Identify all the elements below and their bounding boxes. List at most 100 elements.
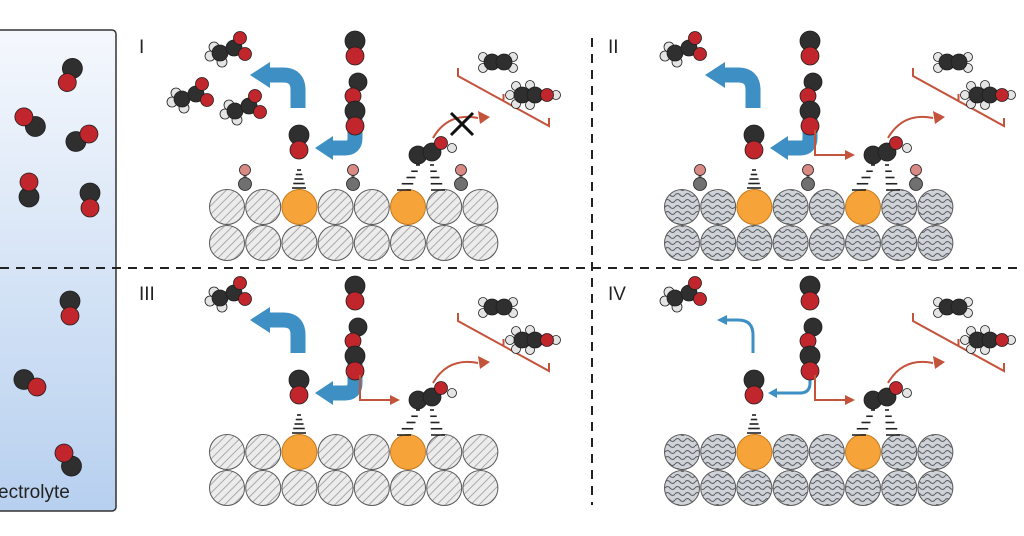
- hydrogen-atom: [239, 164, 251, 176]
- c2-intermediate-icon: [852, 136, 912, 191]
- acetate-product-icon: [204, 276, 252, 313]
- support-atom: [209, 470, 245, 506]
- oxygen-atom: [889, 136, 903, 150]
- ethylene-molecule-icon: [933, 297, 973, 318]
- support-atom: [700, 434, 737, 470]
- adsorption-bond: [747, 414, 761, 434]
- panel-II: [659, 30, 1016, 261]
- acetate-release-arrow: [717, 315, 755, 353]
- support-atom: [917, 470, 954, 506]
- adsorption-bond: [852, 164, 875, 191]
- acetate-release-arrow: [705, 62, 761, 108]
- co-diffusion-arrow: [814, 375, 855, 405]
- co-diffusion-arrow: [814, 130, 855, 160]
- oxygen-atom: [248, 89, 262, 103]
- panel-label-II: II: [608, 37, 619, 58]
- carbon-atom: [211, 44, 229, 62]
- support-atom: [353, 225, 390, 261]
- hydrogen-atom: [347, 164, 359, 176]
- support-atom: [700, 189, 737, 225]
- oxygen-atom: [693, 47, 707, 61]
- oxygen-atom: [744, 140, 764, 160]
- hydroxyl-adsorbate-icon: [801, 164, 815, 191]
- support-atom: [426, 189, 463, 225]
- support-atom: [664, 189, 700, 225]
- c2-intermediate-icon: [397, 381, 457, 436]
- hydrogen-atom: [910, 164, 922, 176]
- support-atom: [390, 470, 426, 506]
- support-atom: [462, 470, 499, 506]
- support-atom: [462, 225, 499, 261]
- oxygen-atom: [693, 177, 707, 191]
- support-atom: [772, 225, 809, 261]
- co-transfer-arrow: [768, 355, 812, 398]
- oxygen-atom: [80, 198, 100, 218]
- adsorbed-co-icon: [743, 124, 765, 160]
- adsorption-bond: [885, 164, 900, 191]
- co-molecule-icon: [14, 107, 46, 137]
- hydroxyl-adsorbate-icon: [693, 164, 707, 191]
- ethanol-molecule-icon: [505, 325, 561, 355]
- co-molecule-icon: [13, 369, 47, 397]
- oxygen-atom: [434, 136, 448, 150]
- co-transfer-arrow: [315, 110, 363, 160]
- carbon-atom: [666, 289, 684, 307]
- active-site-atom: [281, 189, 318, 225]
- electrolyte-box: [0, 29, 117, 512]
- active-site-atom: [736, 189, 773, 225]
- support-atom: [353, 434, 390, 470]
- hydrogen-atom: [960, 335, 970, 345]
- support-atom: [881, 189, 918, 225]
- support-atom: [808, 470, 845, 506]
- support-atom: [881, 225, 918, 261]
- hydrogen-atom: [902, 388, 912, 398]
- oxygen-atom: [800, 361, 820, 381]
- blocked-x-icon: [449, 111, 475, 137]
- carbon-atom: [226, 102, 244, 120]
- product-bracket: [912, 313, 1005, 373]
- transit-co-icon: [344, 345, 366, 381]
- oxygen-atom: [688, 276, 702, 290]
- oxygen-atom: [200, 93, 214, 107]
- panel-IV: [659, 275, 1016, 506]
- oxygen-atom: [346, 177, 360, 191]
- hydrogen-atom: [694, 164, 706, 176]
- co-molecule-icon: [54, 443, 82, 477]
- support-atom: [353, 189, 390, 225]
- ethanol-molecule-icon: [960, 80, 1016, 110]
- co-molecule-icon: [65, 124, 99, 152]
- oxygen-atom: [434, 381, 448, 395]
- incoming-co-icon: [344, 275, 366, 311]
- acetate-release-arrow: [250, 62, 306, 108]
- support-atom: [317, 189, 354, 225]
- oxygen-atom: [744, 385, 764, 405]
- panel-label-I: I: [139, 37, 145, 58]
- oxygen-atom: [238, 177, 252, 191]
- carbon-atom: [950, 298, 968, 316]
- acetate-product-icon: [659, 276, 707, 313]
- electrolyte-label: ectrolyte: [0, 482, 70, 503]
- adsorption-bond: [292, 414, 306, 434]
- hydrogen-atom: [455, 164, 467, 176]
- oxygen-atom: [688, 31, 702, 45]
- support-atom: [881, 470, 918, 506]
- support-atom: [209, 189, 245, 225]
- hydrogen-atom: [902, 143, 912, 153]
- panel-label-IV: IV: [608, 284, 626, 305]
- support-atom: [209, 434, 245, 470]
- ethylene-molecule-icon: [478, 297, 518, 318]
- adsorption-bond: [885, 409, 900, 436]
- support-atom: [281, 470, 318, 506]
- support-atom: [245, 189, 282, 225]
- product-bracket: [457, 68, 550, 128]
- carbon-atom: [495, 53, 513, 71]
- oxygen-atom: [889, 381, 903, 395]
- oxygen-atom: [54, 443, 74, 463]
- support-atom: [772, 434, 809, 470]
- co-molecule-icon: [79, 182, 101, 218]
- oxygen-atom: [540, 333, 554, 347]
- adsorption-bond: [852, 409, 875, 436]
- hydroxyl-adsorbate-icon: [454, 164, 468, 191]
- incoming-co-icon: [799, 30, 821, 66]
- support-atom: [281, 225, 318, 261]
